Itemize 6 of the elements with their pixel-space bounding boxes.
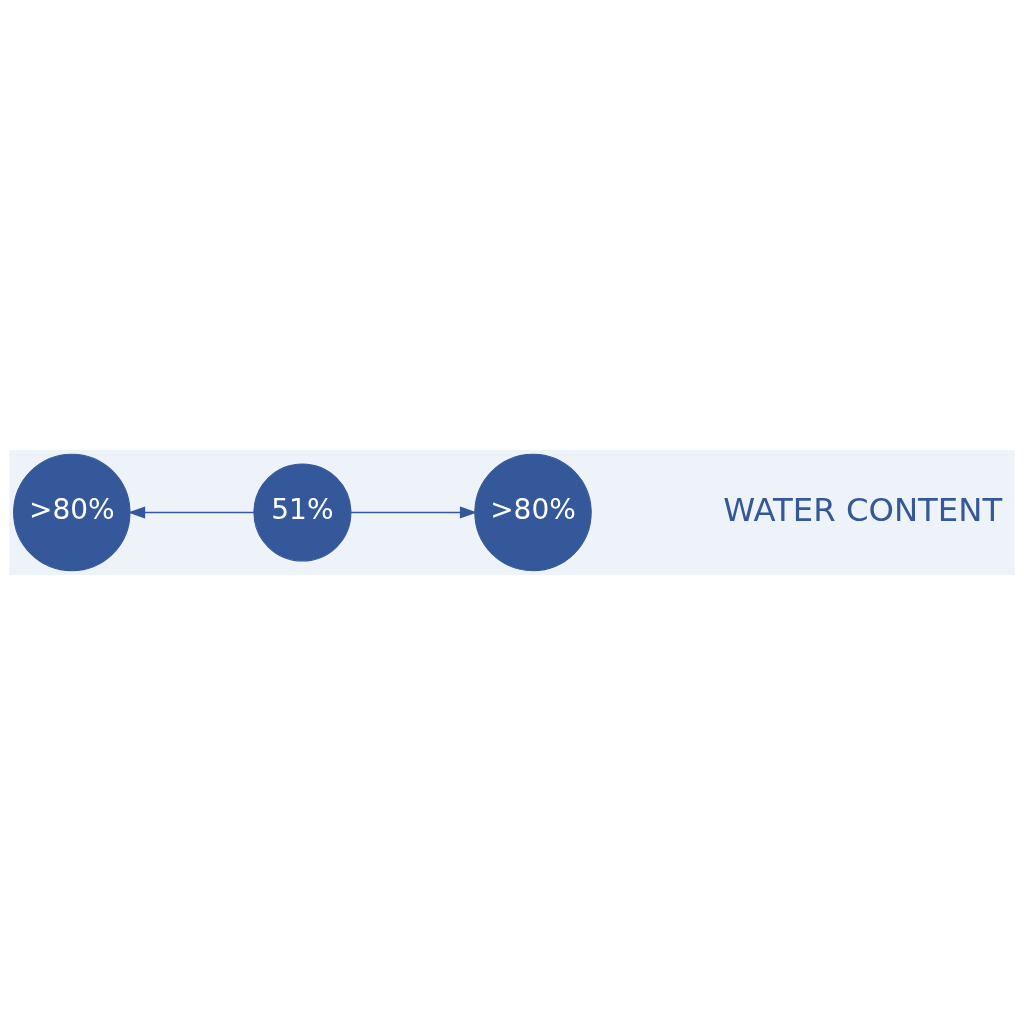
arrow xyxy=(127,505,255,519)
node-circle: >80% xyxy=(13,453,131,571)
node-circle: >80% xyxy=(474,453,592,571)
label: WATER CONTENT xyxy=(723,490,1003,529)
arrow xyxy=(350,505,478,519)
node-circle: 51% xyxy=(253,462,352,562)
